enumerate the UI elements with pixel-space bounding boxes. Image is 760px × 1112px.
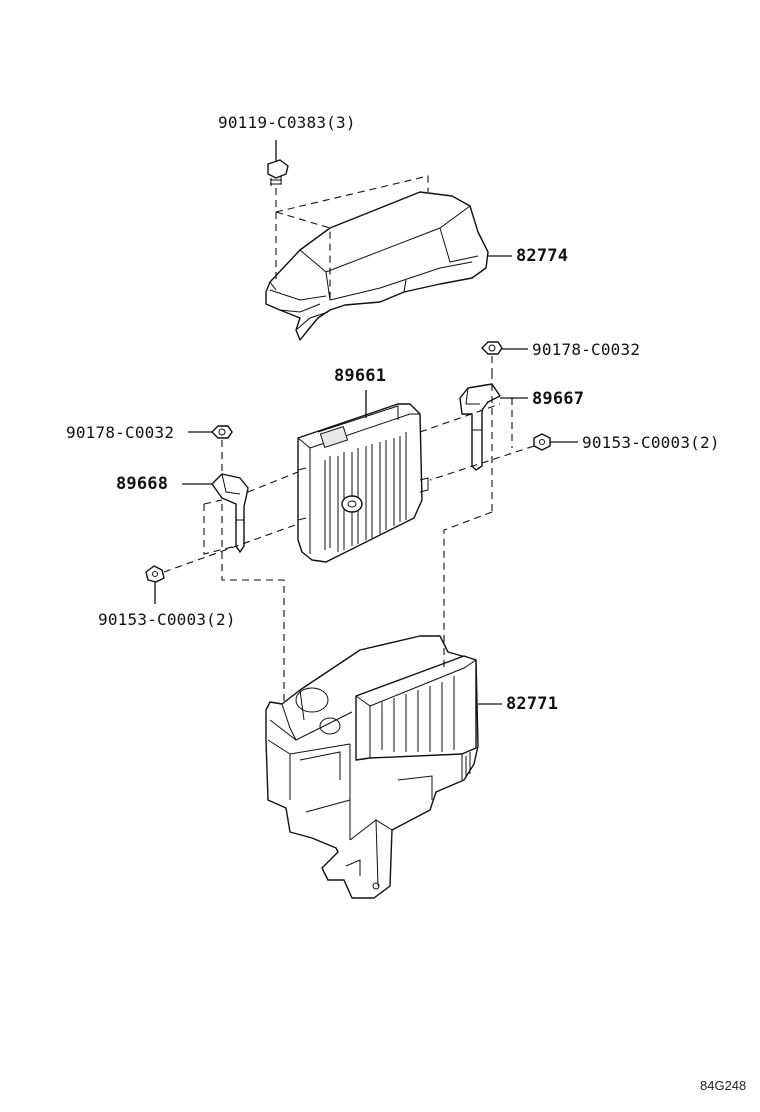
bolt-right-icon <box>533 433 551 451</box>
label-nut-left: 90178-C0032 <box>66 423 175 442</box>
label-bracket-left: 89668 <box>116 474 169 494</box>
case-82771 <box>265 635 479 899</box>
nut-left-icon <box>211 425 233 439</box>
nut-right-icon <box>481 341 503 355</box>
bracket-right-89667 <box>459 383 501 471</box>
cover-82774 <box>265 191 489 341</box>
label-cover: 82774 <box>516 246 569 266</box>
bracket-left-89668 <box>211 473 249 553</box>
label-bolt-right: 90153-C0003(2) <box>582 433 720 452</box>
label-case: 82771 <box>506 694 559 714</box>
ecu-89661 <box>297 403 429 563</box>
label-bracket-right: 89667 <box>532 389 585 409</box>
label-bolt-left: 90153-C0003(2) <box>98 610 236 629</box>
bolt-left-icon <box>145 565 165 583</box>
label-nut-right: 90178-C0032 <box>532 340 641 359</box>
bolt-icon <box>267 159 289 186</box>
label-ecu: 89661 <box>334 366 387 386</box>
label-bolt-cover: 90119-C0383(3) <box>218 113 356 132</box>
diagram-reference: 84G248 <box>700 1078 747 1093</box>
